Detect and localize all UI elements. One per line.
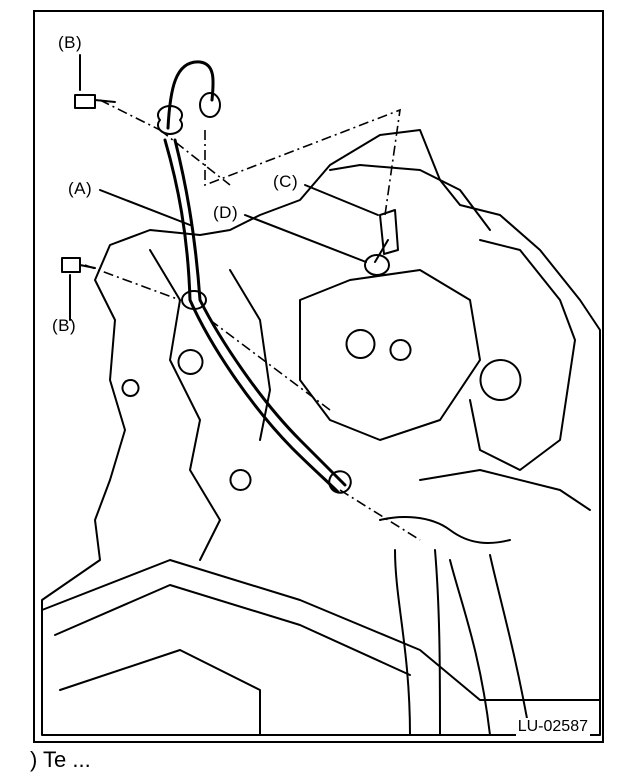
oil-pipe <box>166 60 215 130</box>
oil-pressure-switch <box>379 209 399 255</box>
diagram-frame <box>33 10 604 743</box>
caption-fragment: ) Te ... <box>30 747 91 772</box>
oil-pipe <box>173 138 347 487</box>
label-a: (A) <box>68 179 93 198</box>
bolt-bottom <box>61 257 96 273</box>
figure-code: LU-02587 <box>515 718 590 736</box>
label-b-top: (B) <box>58 33 83 52</box>
connector-d <box>364 254 390 276</box>
label-d: (D) <box>213 203 239 222</box>
leader-c <box>304 184 379 216</box>
engine-block-outline <box>41 129 601 736</box>
coolant-hose-left <box>394 549 441 736</box>
bolt-top <box>74 94 116 109</box>
label-c: (C) <box>273 172 299 191</box>
coolant-hose-right <box>449 554 531 736</box>
leader-d <box>244 214 367 263</box>
leader-a <box>99 189 191 226</box>
label-b-bottom: (B) <box>52 316 77 335</box>
oil-pan <box>41 559 601 701</box>
